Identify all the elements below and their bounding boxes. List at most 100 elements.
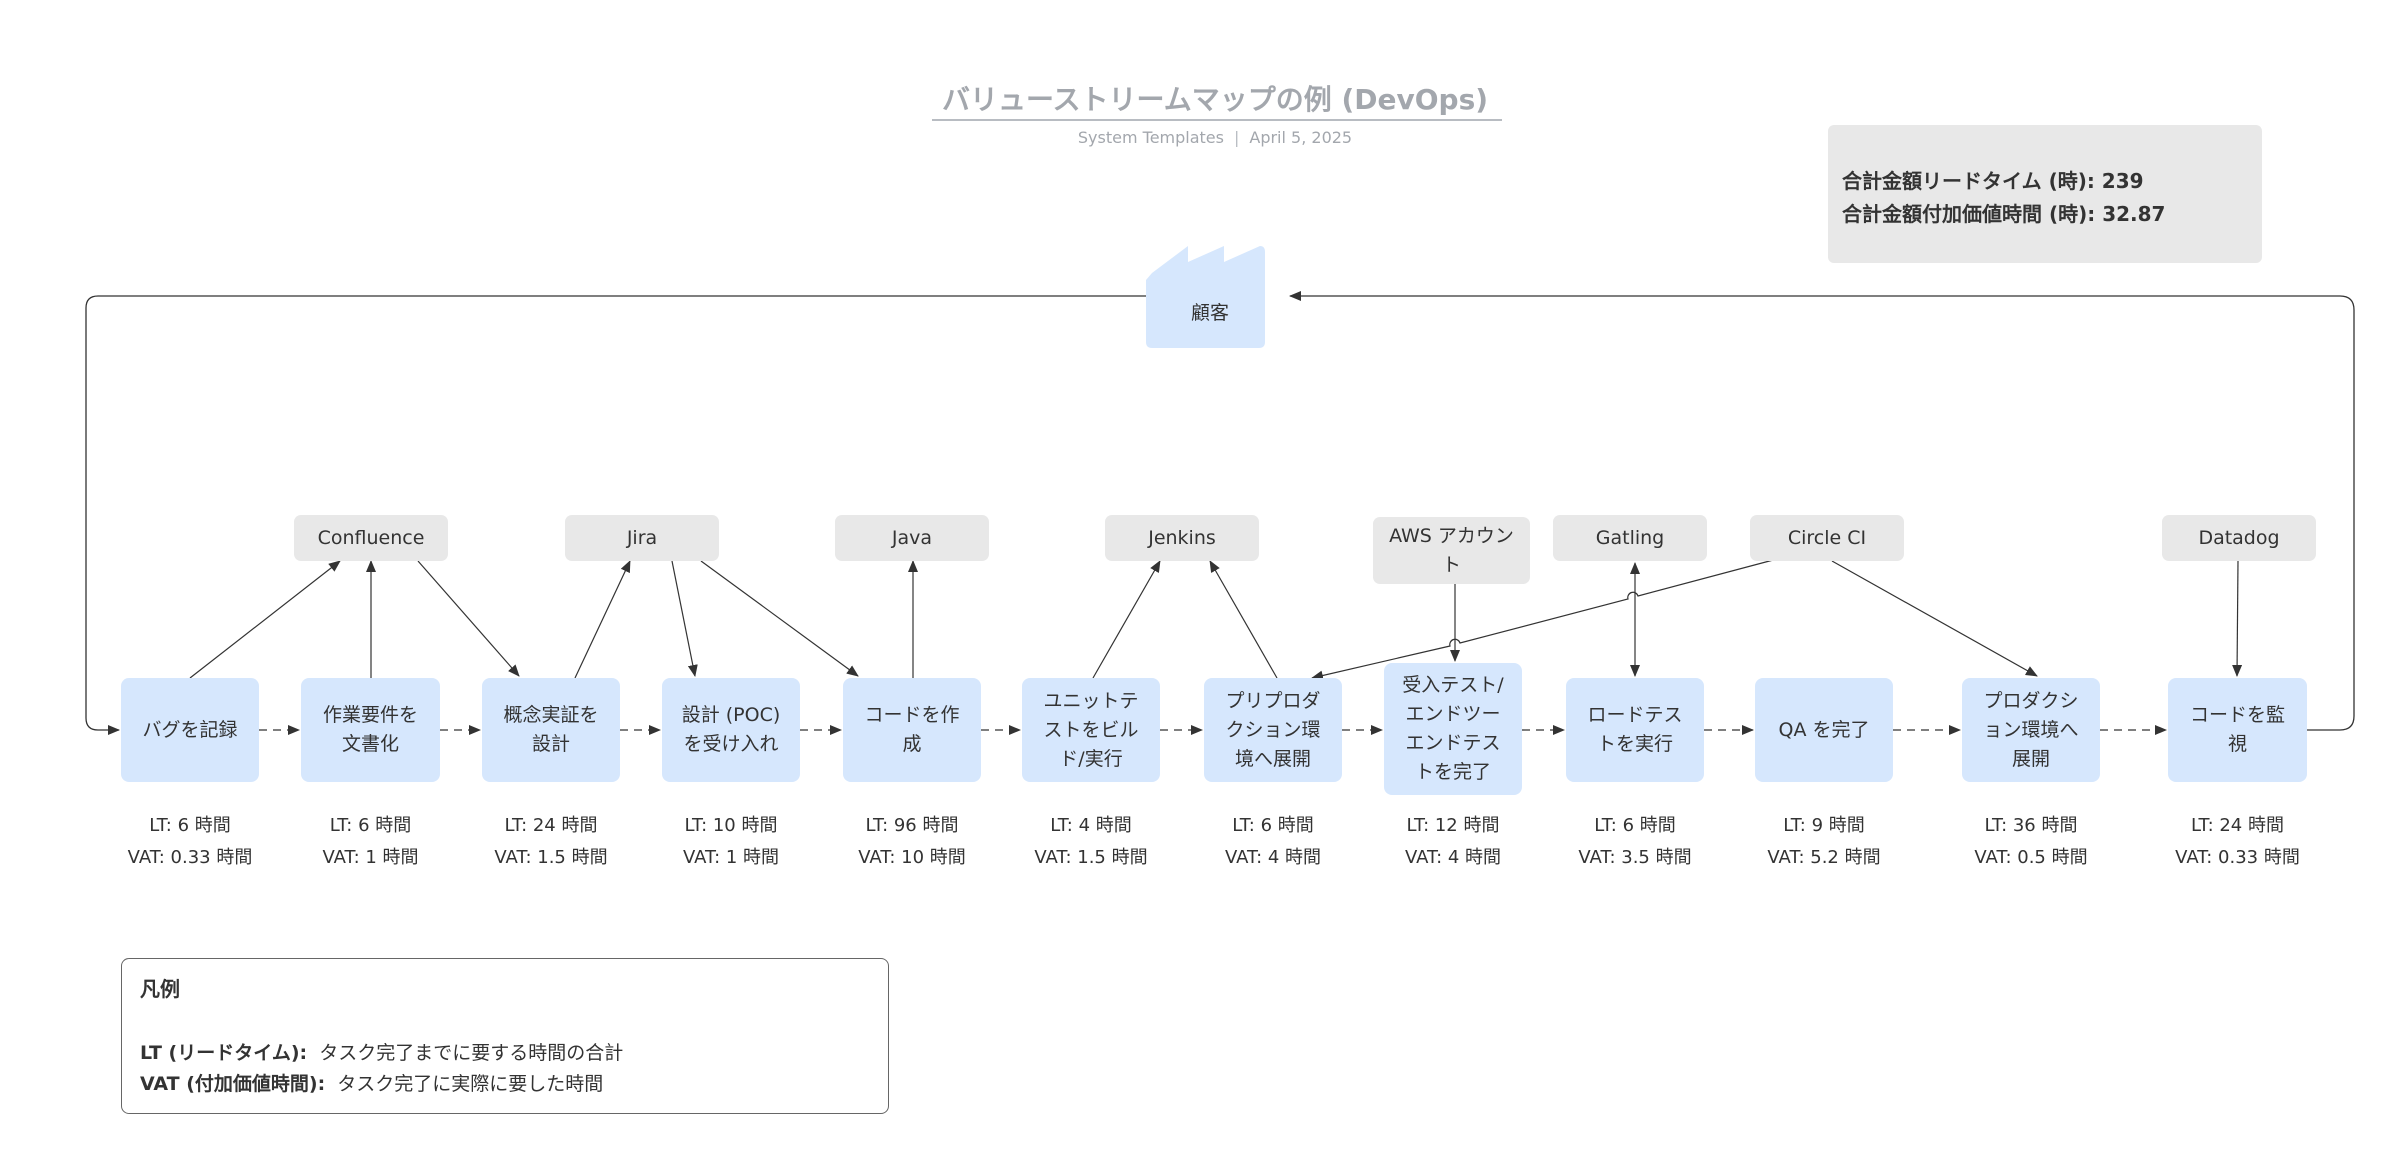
process-step-label: ユニットテストをビルド/実行 — [1043, 689, 1139, 770]
legend-panel: 凡例 LT (リードタイム): タスク完了までに要する時間の合計 VAT (付加… — [121, 958, 889, 1114]
lead-time: LT: 24 時間 — [2191, 815, 2284, 836]
value-added-time: VAT: 4 時間 — [1404, 847, 1502, 868]
total-lead-time: 合計金額リードタイム (時): 239 — [1842, 169, 2144, 193]
connector-preprod-jenkins[interactable] — [1209, 560, 1278, 679]
connector-confluence-designpoc[interactable] — [417, 560, 520, 677]
process-step-label: 設計 (POC) を受け入れ — [681, 704, 781, 755]
process-metrics: LT: 6 時間 VAT: 0.33 時間 — [95, 810, 285, 874]
lead-time: LT: 6 時間 — [149, 815, 231, 836]
tool-jira[interactable]: Jira — [565, 515, 719, 561]
process-metrics: LT: 4 時間 VAT: 1.5 時間 — [996, 810, 1186, 874]
lead-time: LT: 6 時間 — [1594, 815, 1676, 836]
lead-time: LT: 24 時間 — [504, 815, 598, 836]
tool-label: Circle CI — [1787, 526, 1867, 549]
process-step-log-bug[interactable]: バグを記録 — [121, 678, 259, 782]
value-added-time: VAT: 0.5 時間 — [1974, 847, 2088, 868]
process-step-deploy-preprod[interactable]: プリプロダクション環境へ展開 — [1204, 678, 1342, 782]
lead-time: LT: 6 時間 — [329, 815, 412, 836]
tool-label: Jenkins — [1148, 526, 1216, 549]
process-step-complete-qa[interactable]: QA を完了 — [1755, 678, 1893, 782]
value-added-time: VAT: 5.2 時間 — [1767, 847, 1881, 868]
lead-time: LT: 36 時間 — [1984, 815, 2078, 836]
connector-circleci-preprod[interactable] — [1311, 558, 1778, 681]
process-step-acceptance-e2e[interactable]: 受入テスト/エンドツーエンドテストを完了 — [1384, 663, 1522, 795]
value-added-time: VAT: 0.33 時間 — [2175, 847, 2300, 868]
connector-circleci-prod[interactable] — [1831, 560, 2038, 677]
tool-aws[interactable]: AWS アカウント — [1373, 517, 1530, 584]
process-step-label: プリプロダクション環境へ展開 — [1225, 689, 1321, 770]
tool-label: Datadog — [2198, 526, 2280, 549]
process-metrics: LT: 12 時間 VAT: 4 時間 — [1358, 810, 1548, 874]
process-metrics: LT: 96 時間 VAT: 10 時間 — [817, 810, 1007, 874]
tool-label: Confluence — [317, 526, 425, 549]
lead-time: LT: 10 時間 — [684, 815, 778, 836]
lead-time: LT: 96 時間 — [865, 815, 959, 836]
tool-circleci[interactable]: Circle CI — [1750, 515, 1904, 561]
factory-icon[interactable] — [1146, 246, 1265, 348]
lead-time: LT: 9 時間 — [1783, 815, 1865, 836]
process-step-label: バグを記録 — [142, 718, 238, 741]
loop-connector-right[interactable] — [1289, 291, 2355, 731]
value-added-time: VAT: 3.5 時間 — [1578, 847, 1692, 868]
process-metrics: LT: 6 時間 VAT: 4 時間 — [1178, 810, 1368, 874]
tool-label: AWS アカウント — [1389, 524, 1514, 576]
value-added-time: VAT: 1 時間 — [682, 847, 780, 868]
tool-java[interactable]: Java — [835, 515, 989, 561]
lead-time: LT: 6 時間 — [1232, 815, 1314, 836]
process-metrics: LT: 6 時間 VAT: 1 時間 — [276, 810, 466, 874]
process-metrics: LT: 6 時間 VAT: 3.5 時間 — [1540, 810, 1730, 874]
process-step-document-requirements[interactable]: 作業要件を文書化 — [301, 678, 440, 782]
connector-logbug-confluence[interactable] — [189, 560, 341, 679]
value-added-time: VAT: 1 時間 — [322, 847, 419, 868]
tool-label: Jira — [626, 526, 658, 549]
lead-time: LT: 12 時間 — [1406, 815, 1500, 836]
process-step-label: コードを監視 — [2189, 704, 2285, 755]
process-step-write-code[interactable]: コードを作成 — [843, 678, 981, 782]
tool-jenkins[interactable]: Jenkins — [1105, 515, 1259, 561]
process-step-label: コードを作成 — [864, 704, 960, 755]
value-added-time: VAT: 1.5 時間 — [1034, 847, 1148, 868]
tool-gatling[interactable]: Gatling — [1553, 515, 1707, 561]
process-step-label: 作業要件を文書化 — [322, 704, 418, 755]
subtitle: System Templates | April 5, 2025 — [930, 128, 1500, 147]
total-value-added-time: 合計金額付加価値時間 (時): 32.87 — [1842, 202, 2166, 226]
process-step-accept-poc[interactable]: 設計 (POC) を受け入れ — [662, 678, 800, 782]
connector-datadog-monitor[interactable] — [2232, 560, 2243, 677]
legend-row-vat: VAT (付加価値時間): タスク完了に実際に要した時間 — [140, 1069, 870, 1100]
legend-lt-term: LT (リードタイム): — [140, 1042, 308, 1064]
loop-connector-left[interactable] — [85, 295, 1146, 735]
tool-confluence[interactable]: Confluence — [294, 515, 448, 561]
value-added-time: VAT: 4 時間 — [1224, 847, 1322, 868]
value-added-time: VAT: 0.33 時間 — [127, 847, 253, 868]
legend-vat-desc: タスク完了に実際に要した時間 — [337, 1073, 604, 1095]
connector-designpoc-jira[interactable] — [574, 560, 631, 679]
process-step-unit-tests[interactable]: ユニットテストをビルド/実行 — [1022, 678, 1160, 782]
lead-time: LT: 4 時間 — [1050, 815, 1132, 836]
process-step-deploy-prod[interactable]: プロダクション環境へ展開 — [1962, 678, 2100, 782]
customer-label[interactable]: 顧客 — [1190, 302, 1229, 324]
legend-row-lt: LT (リードタイム): タスク完了までに要する時間の合計 — [140, 1038, 870, 1069]
connector-jira-writecode[interactable] — [700, 560, 859, 677]
process-step-label: ロードテストを実行 — [1587, 704, 1683, 755]
author: System Templates — [1077, 128, 1224, 147]
process-metrics: LT: 24 時間 VAT: 0.33 時間 — [2143, 810, 2333, 874]
process-metrics: LT: 9 時間 VAT: 5.2 時間 — [1729, 810, 1919, 874]
process-step-load-test[interactable]: ロードテストを実行 — [1566, 678, 1704, 782]
connector-unittests-jenkins[interactable] — [1092, 560, 1161, 679]
process-step-label: 受入テスト/エンドツーエンドテストを完了 — [1402, 674, 1504, 783]
process-step-label: 概念実証を設計 — [503, 704, 599, 755]
value-added-time: VAT: 10 時間 — [858, 847, 966, 868]
legend-vat-term: VAT (付加価値時間): — [140, 1073, 326, 1095]
value-added-time: VAT: 1.5 時間 — [494, 847, 608, 868]
date: April 5, 2025 — [1249, 128, 1353, 147]
page-title: バリューストリームマップの例 (DevOps) — [941, 83, 1489, 116]
process-step-monitor-code[interactable]: コードを監視 — [2168, 678, 2307, 782]
process-metrics: LT: 24 時間 VAT: 1.5 時間 — [456, 810, 646, 874]
connector-jira-acceptpoc[interactable] — [671, 560, 698, 677]
subtitle-separator: | — [1233, 128, 1240, 147]
tool-datadog[interactable]: Datadog — [2162, 515, 2316, 561]
process-metrics: LT: 36 時間 VAT: 0.5 時間 — [1936, 810, 2126, 874]
process-step-design-poc[interactable]: 概念実証を設計 — [482, 678, 620, 782]
totals-panel[interactable]: 合計金額リードタイム (時): 239 合計金額付加価値時間 (時): 32.8… — [1828, 125, 2262, 263]
